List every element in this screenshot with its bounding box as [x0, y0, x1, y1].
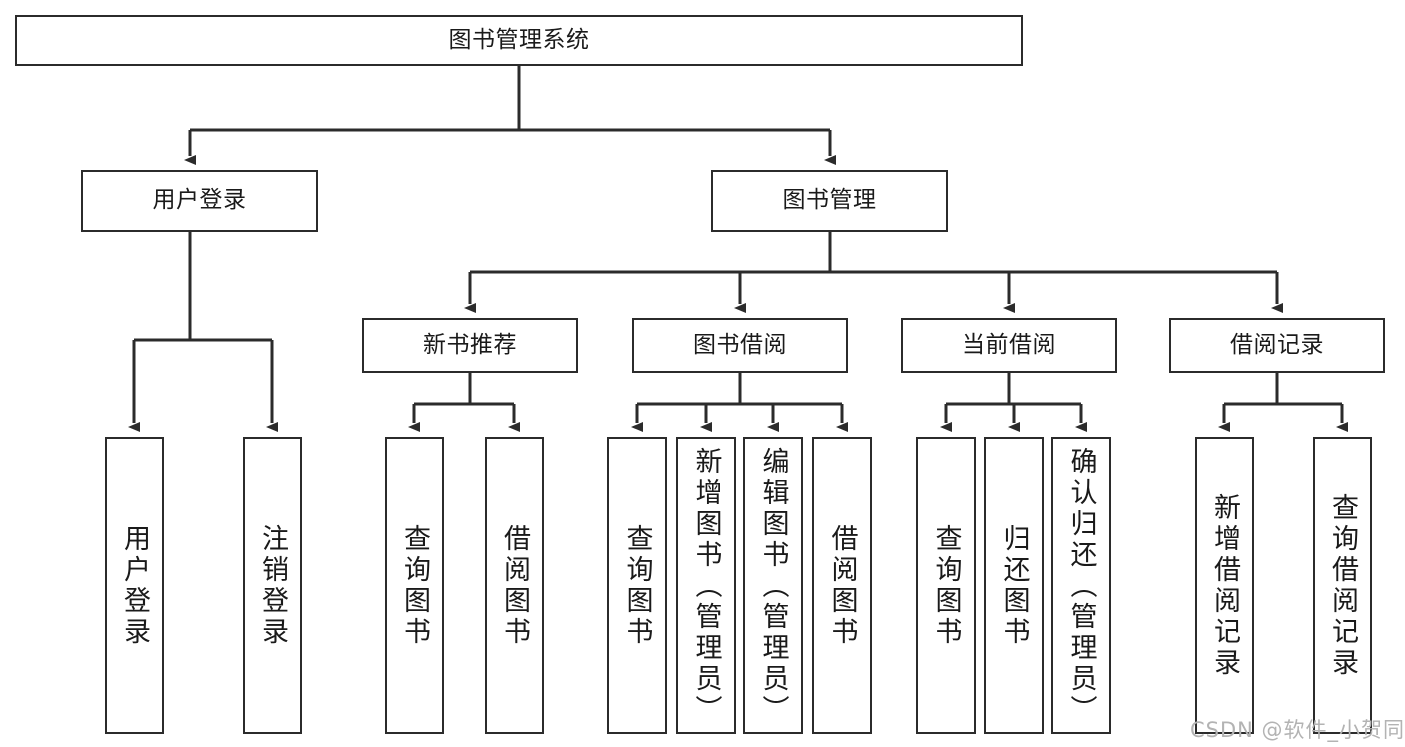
node-leaf-user-login-label: 用户登录	[119, 523, 150, 648]
node-user-login-label: 用户登录	[152, 187, 247, 214]
node-leaf-query-book-3-label: 查询图书	[930, 523, 962, 648]
node-borrow-record-label: 借阅记录	[1230, 331, 1324, 358]
node-book-borrow-label: 图书借阅	[693, 331, 787, 358]
node-leaf-user-login[interactable]: 用户登录	[105, 437, 164, 734]
node-leaf-add-book[interactable]: 新增图书（管理员）	[676, 437, 736, 734]
node-borrow-record[interactable]: 借阅记录	[1169, 318, 1385, 373]
node-leaf-confirm-return-label: 确认归还（管理员）	[1065, 447, 1097, 726]
node-leaf-query-book-1[interactable]: 查询图书	[385, 437, 444, 734]
node-leaf-query-record[interactable]: 查询借阅记录	[1313, 437, 1372, 734]
node-leaf-logout[interactable]: 注销登录	[243, 437, 302, 734]
node-leaf-add-record-label: 新增借阅记录	[1209, 492, 1240, 679]
node-leaf-query-record-label: 查询借阅记录	[1327, 492, 1358, 679]
node-leaf-query-book-2-label: 查询图书	[621, 523, 653, 648]
node-book-management[interactable]: 图书管理	[711, 170, 948, 232]
node-root-book-management-system[interactable]: 图书管理系统	[15, 15, 1023, 66]
node-leaf-return-book-label: 归还图书	[998, 523, 1030, 648]
node-leaf-borrow-book-1-label: 借阅图书	[499, 523, 530, 648]
node-new-book-recommend-label: 新书推荐	[423, 331, 517, 358]
node-leaf-borrow-book-2-label: 借阅图书	[826, 523, 858, 648]
node-leaf-query-book-1-label: 查询图书	[399, 523, 430, 648]
node-current-borrow[interactable]: 当前借阅	[901, 318, 1117, 373]
node-leaf-add-book-label: 新增图书（管理员）	[690, 447, 722, 726]
node-root-label: 图书管理系统	[448, 26, 590, 53]
csdn-watermark: CSDN @软件_小贺同学	[1190, 718, 1405, 742]
node-leaf-query-book-2[interactable]: 查询图书	[607, 437, 667, 734]
node-leaf-add-record[interactable]: 新增借阅记录	[1195, 437, 1254, 734]
node-leaf-borrow-book-2[interactable]: 借阅图书	[812, 437, 872, 734]
node-leaf-edit-book[interactable]: 编辑图书（管理员）	[743, 437, 803, 734]
node-leaf-query-book-3[interactable]: 查询图书	[916, 437, 976, 734]
node-leaf-logout-label: 注销登录	[257, 523, 288, 648]
node-leaf-borrow-book-1[interactable]: 借阅图书	[485, 437, 544, 734]
node-leaf-confirm-return[interactable]: 确认归还（管理员）	[1051, 437, 1111, 734]
node-leaf-edit-book-label: 编辑图书（管理员）	[757, 447, 789, 726]
node-leaf-return-book[interactable]: 归还图书	[984, 437, 1044, 734]
node-user-login[interactable]: 用户登录	[81, 170, 318, 232]
node-current-borrow-label: 当前借阅	[962, 331, 1056, 358]
node-book-management-label: 图书管理	[782, 187, 877, 214]
node-new-book-recommend[interactable]: 新书推荐	[362, 318, 578, 373]
node-book-borrow[interactable]: 图书借阅	[632, 318, 848, 373]
